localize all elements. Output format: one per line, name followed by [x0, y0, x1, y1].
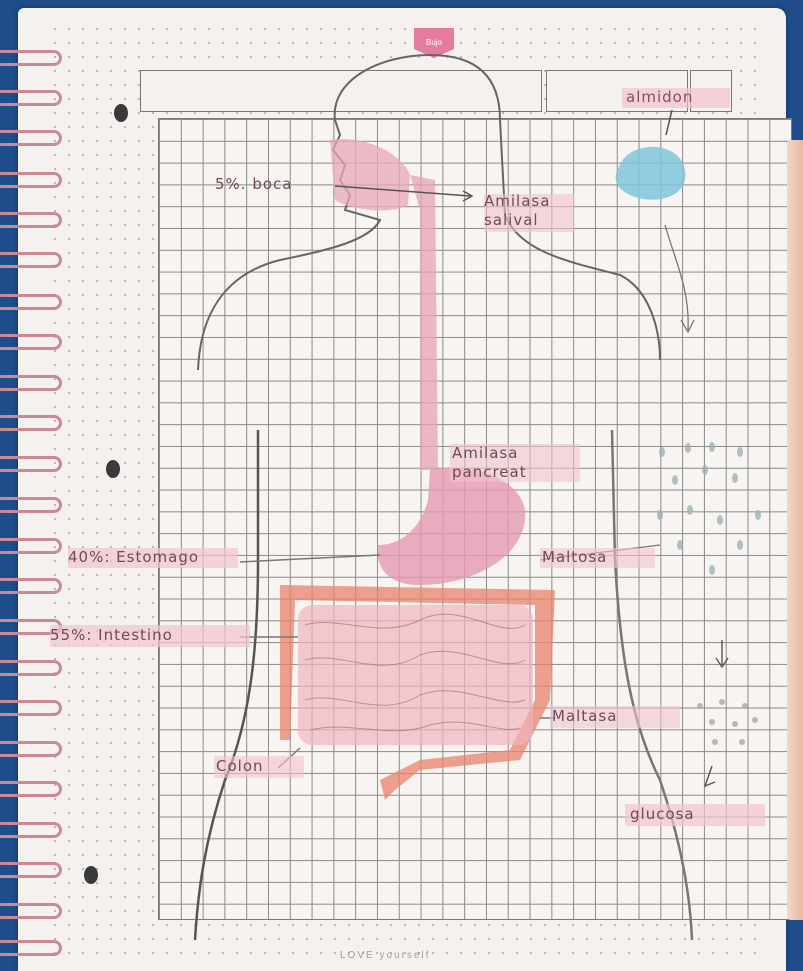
- label-estomago: 40%: Estomago: [68, 548, 199, 566]
- label-intestino: 55%: Intestino: [50, 626, 173, 644]
- esophagus-shape: [410, 175, 438, 470]
- label-colon: Colon: [216, 757, 264, 775]
- label-amilasa-pancreat: Amilasa pancreat: [452, 444, 582, 482]
- maltose-molecules: [657, 442, 761, 575]
- arrow-almidon: [666, 110, 672, 135]
- mouth-shape: [330, 139, 410, 210]
- footer-text: LOVE yourself: [340, 950, 430, 961]
- glucose-molecules: [697, 699, 758, 745]
- line-estomago: [240, 555, 380, 562]
- label-maltasa: Maltasa: [552, 707, 617, 725]
- label-maltosa: Maltosa: [542, 548, 607, 566]
- torso-outline-left: [195, 430, 258, 940]
- arrow-glucosa: [705, 766, 715, 786]
- label-glucosa: glucosa: [630, 805, 695, 823]
- stomach-shape: [378, 467, 526, 585]
- label-amilasa-salival: Amilasa salival: [484, 192, 579, 230]
- label-boca: 5%. boca: [215, 175, 292, 193]
- starch-blob: [616, 147, 686, 200]
- label-almidon: almidon: [626, 88, 693, 106]
- arrow-down-right: [665, 225, 688, 330]
- torso-outline-right: [612, 430, 692, 940]
- arrow-down-maltosa: [716, 640, 728, 667]
